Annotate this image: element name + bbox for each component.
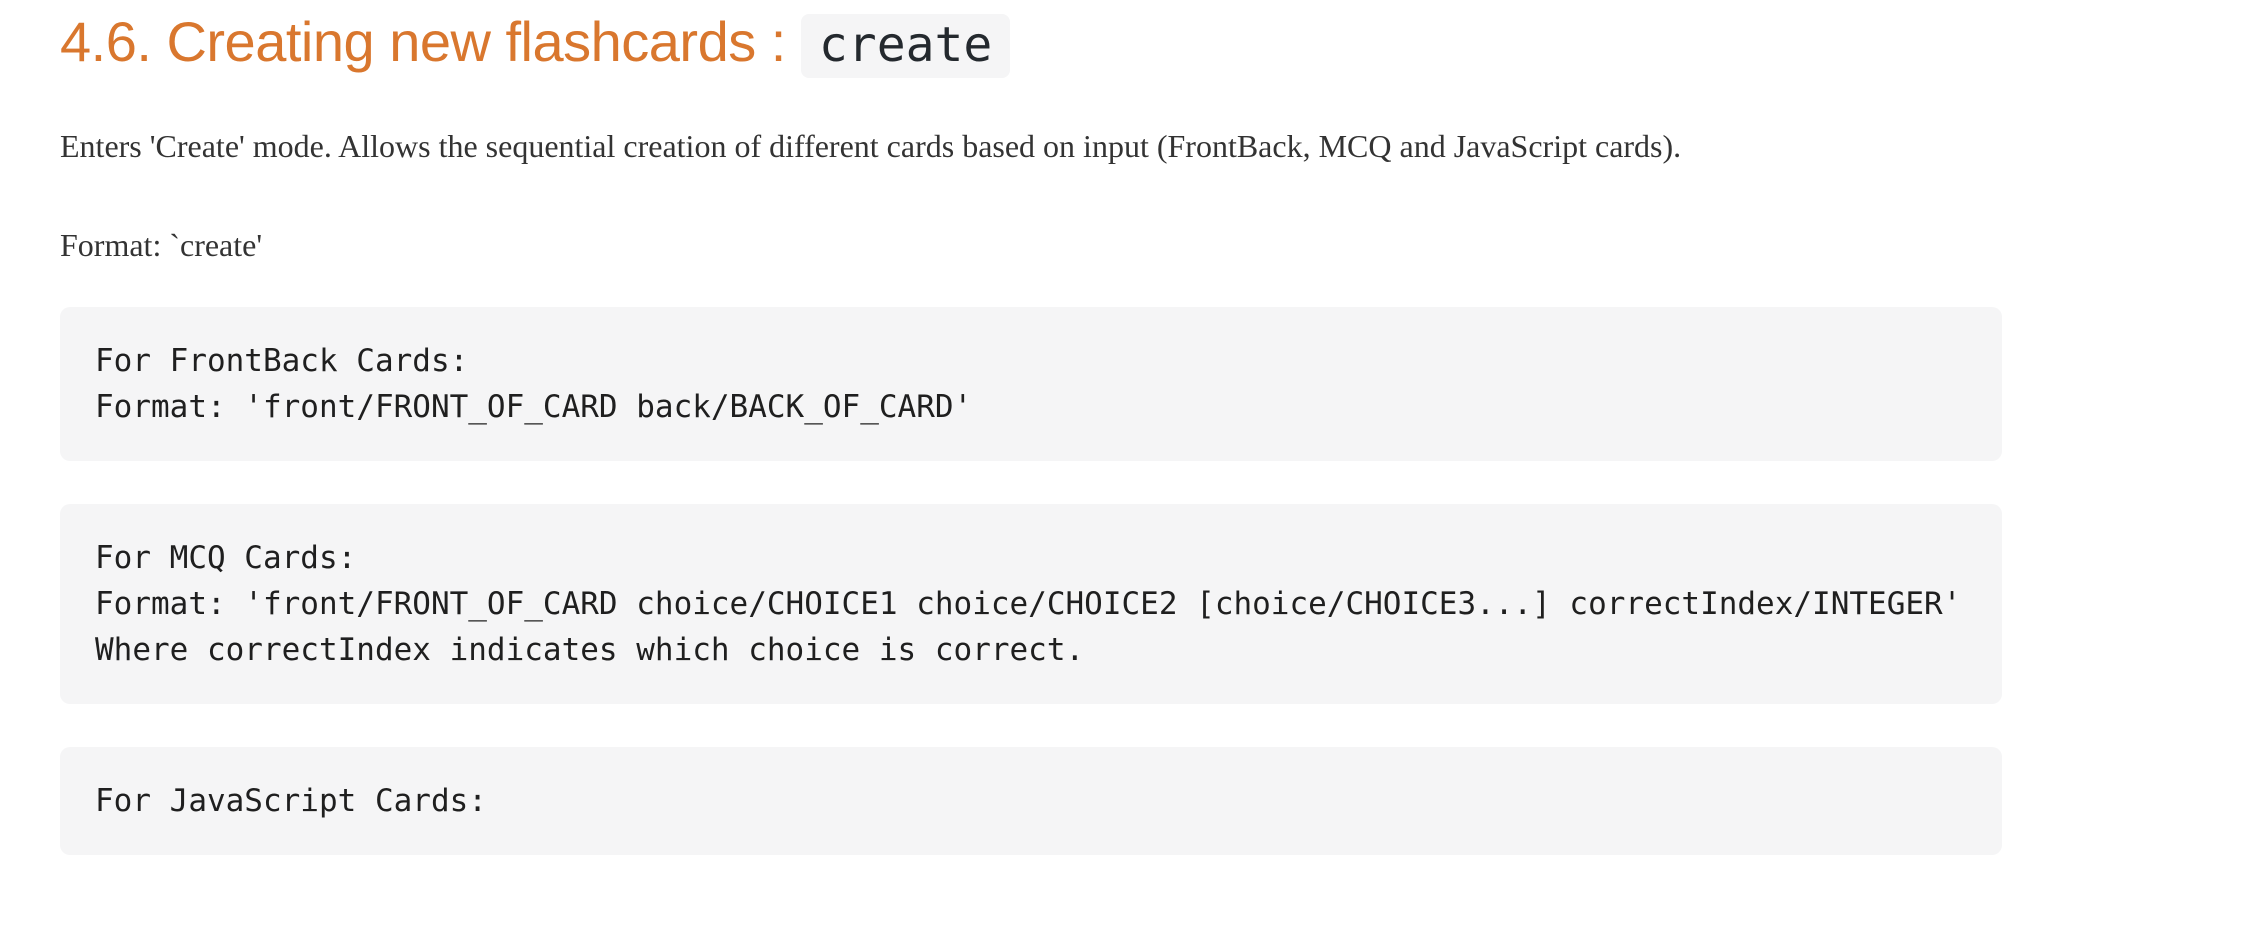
heading-inline-code: create xyxy=(800,14,1011,78)
code-block-frontback-cards: For FrontBack Cards: Format: 'front/FRON… xyxy=(60,306,2002,461)
intro-paragraph: Enters 'Create' mode. Allows the sequent… xyxy=(60,128,1682,165)
code-block-javascript-cards: For JavaScript Cards: xyxy=(60,746,2002,855)
code-block-mcq-cards: For MCQ Cards: Format: 'front/FRONT_OF_C… xyxy=(60,503,2002,704)
documentation-page: 4.6. Creating new flashcards : create En… xyxy=(60,0,2002,855)
format-paragraph: Format: `create' xyxy=(60,226,263,263)
section-heading: 4.6. Creating new flashcards : create xyxy=(60,8,2002,78)
section-heading-text: 4.6. Creating new flashcards : xyxy=(60,10,801,73)
code-block-javascript-text: For JavaScript Cards: xyxy=(95,782,487,819)
code-block-frontback-text: For FrontBack Cards: Format: 'front/FRON… xyxy=(95,342,973,425)
code-block-mcq-text: For MCQ Cards: Format: 'front/FRONT_OF_C… xyxy=(95,539,1962,668)
